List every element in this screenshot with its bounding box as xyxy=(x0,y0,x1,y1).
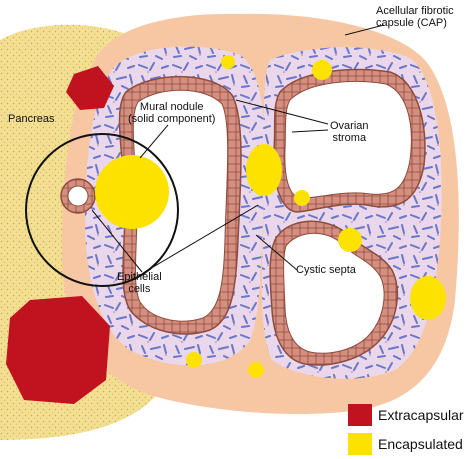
epithelial-cells-label-line2: cells xyxy=(128,283,151,295)
small-duct-lumen xyxy=(67,185,89,207)
capsule-label: Acellular fibrotic capsule (CAP) xyxy=(376,5,454,29)
extracapsular-lesion xyxy=(66,66,114,110)
legend-label-extracapsular: Extracapsular xyxy=(378,407,464,423)
mural-nodule-label-line2: (solid component) xyxy=(128,113,216,125)
epithelial-cells-label: Epithelial cells xyxy=(117,271,162,295)
encapsulated-focus xyxy=(186,352,202,368)
epithelial-cells-label-line1: Epithelial xyxy=(117,271,162,283)
ovarian-stroma-label-line2: stroma xyxy=(332,132,367,144)
capsule-label-line1: Acellular fibrotic xyxy=(376,5,454,17)
encapsulated-focus xyxy=(246,144,282,196)
mural-nodule xyxy=(95,155,169,229)
encapsulated-focus xyxy=(338,228,362,252)
legend-label-encapsulated: Encapsulated xyxy=(378,436,463,452)
capsule-label-line2: capsule (CAP) xyxy=(376,17,447,29)
ovarian-stroma-label: Ovarian stroma xyxy=(330,120,369,144)
encapsulated-focus xyxy=(248,362,264,378)
encapsulated-focus xyxy=(294,190,310,206)
mural-nodule-label-line1: Mural nodule xyxy=(139,101,204,113)
legend-swatch-encapsulated xyxy=(348,433,372,455)
encapsulated-focus xyxy=(410,276,446,320)
encapsulated-focus xyxy=(221,55,235,69)
zoom-circle xyxy=(25,133,179,287)
mural-nodule-label: Mural nodule (solid component) xyxy=(128,101,215,125)
upper-right-cyst-lumen xyxy=(284,80,412,199)
pancreas-label: Pancreas xyxy=(8,113,55,125)
legend-encapsulated: Encapsulated xyxy=(348,433,463,455)
ovarian-stroma-label-line1: Ovarian xyxy=(330,120,369,132)
legend-swatch-extracapsular xyxy=(348,404,372,426)
cystic-septa-label: Cystic septa xyxy=(296,264,356,276)
encapsulated-focus xyxy=(312,60,332,80)
extracapsular-lesion xyxy=(6,296,110,404)
leader-lines xyxy=(91,24,385,274)
legend-extracapsular: Extracapsular xyxy=(348,404,464,426)
